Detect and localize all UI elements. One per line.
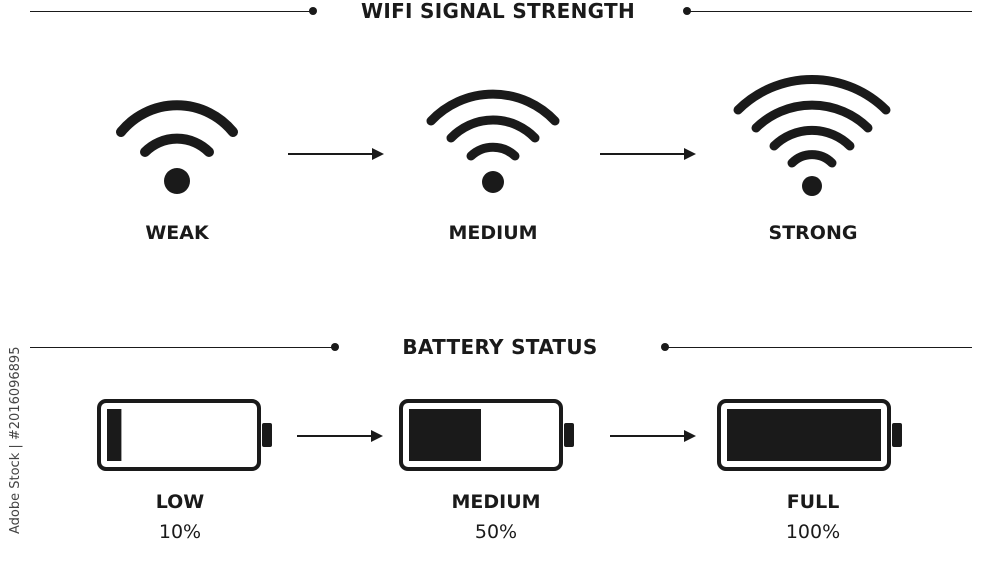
- battery-header-rule-left: [30, 347, 336, 348]
- battery-icon: [399, 399, 574, 471]
- arrow-right-icon: [600, 148, 696, 160]
- wifi-header-rule-right: [688, 11, 972, 12]
- battery-icon: [97, 399, 272, 471]
- stock-watermark-text: Adobe Stock | #2016096895: [8, 346, 23, 534]
- battery-header-dot-right: [661, 343, 669, 351]
- wifi-icon: [116, 100, 238, 194]
- battery-fill-full: [727, 409, 881, 461]
- battery-fill-low: [107, 409, 122, 461]
- battery-label-medium: MEDIUM: [451, 491, 541, 513]
- battery-fill-medium: [409, 409, 481, 461]
- wifi-label-strong: STRONG: [768, 222, 858, 244]
- wifi-header-rule-left: [30, 11, 314, 12]
- battery-percent-medium: 50%: [474, 521, 518, 543]
- wifi-header-dot-left: [309, 7, 317, 15]
- wifi-label-weak: WEAK: [145, 222, 209, 244]
- wifi-section-title: WIFI SIGNAL STRENGTH: [360, 0, 636, 23]
- wifi-header-dot-right: [683, 7, 691, 15]
- battery-label-full: FULL: [786, 491, 840, 513]
- battery-section-title: BATTERY STATUS: [402, 335, 598, 359]
- wifi-icon: [733, 74, 891, 196]
- arrow-right-icon: [288, 148, 384, 160]
- battery-header-dot-left: [331, 343, 339, 351]
- battery-label-low: LOW: [155, 491, 205, 513]
- battery-icon: [717, 399, 902, 471]
- battery-header-rule-right: [666, 347, 972, 348]
- arrow-right-icon: [297, 430, 383, 442]
- arrow-right-icon: [610, 430, 696, 442]
- battery-percent-full: 100%: [785, 521, 841, 543]
- battery-percent-low: 10%: [158, 521, 202, 543]
- wifi-icon: [426, 89, 560, 193]
- wifi-label-medium: MEDIUM: [448, 222, 538, 244]
